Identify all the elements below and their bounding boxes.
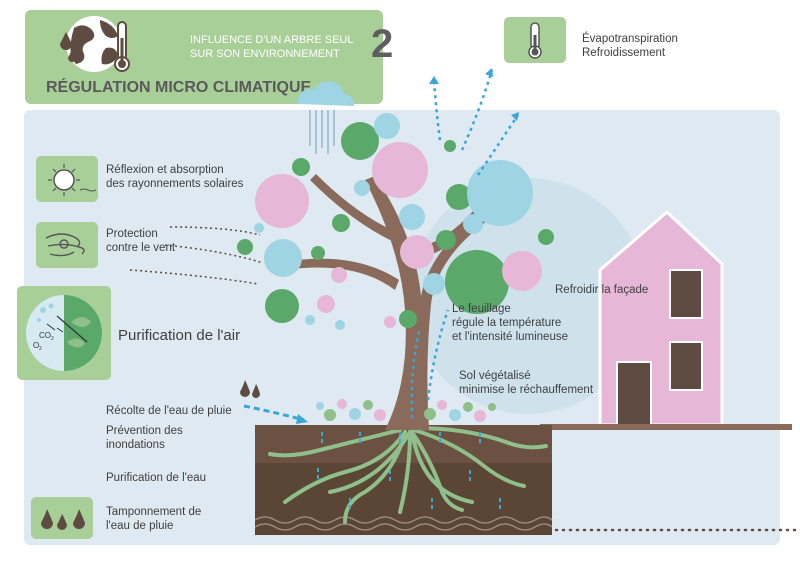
buffer-label-line1: Tamponnement de (106, 506, 202, 518)
wind-icon-box (36, 222, 98, 268)
cooling-halo (410, 178, 646, 414)
water-arrows-soil (317, 432, 501, 512)
legend-text: Évapotranspiration Refroidissement (582, 32, 678, 60)
o2-label: O (33, 341, 39, 350)
globe-thermometer-icon (52, 14, 138, 78)
air-label: Purification de l'air (118, 327, 241, 344)
roots (268, 426, 548, 524)
foliage-balls (237, 113, 554, 330)
solar-label-line1: Réflexion et absorption (106, 164, 224, 176)
svg-text:2: 2 (51, 336, 54, 342)
water-drops-icon (41, 509, 85, 530)
legend-line2: Refroidissement (582, 47, 666, 59)
air-purification-box: CO 2 O 2 (17, 286, 111, 380)
co2-label: CO (39, 331, 51, 340)
water-purification-label: Purification de l'eau (106, 472, 207, 484)
wind-label-line1: Protection (106, 228, 158, 240)
header-subtitle-line1: INFLUENCE D'UN ARBRE SEUL (190, 34, 354, 46)
soil-label-line1: Sol végétalisé (459, 370, 531, 382)
flood-label: Prévention des inondations (106, 424, 183, 452)
flood-label-line1: Prévention des (106, 425, 183, 437)
header-subtitle: INFLUENCE D'UN ARBRE SEUL SUR SON ENVIRO… (190, 33, 353, 61)
foliage-label: Le feuillage régule la température et l'… (452, 302, 568, 344)
evapotranspiration-arrows (410, 69, 520, 419)
flood-label-line2: inondations (106, 439, 165, 451)
wind-icon (45, 233, 85, 257)
solar-label: Réflexion et absorption des rayonnements… (106, 163, 243, 191)
air-purification-icon: CO 2 O 2 (26, 295, 102, 371)
foliage-label-line2: régule la température (452, 317, 562, 329)
page-title: RÉGULATION MICRO CLIMATIQUE (46, 79, 312, 96)
foliage-label-line3: et l'intensité lumineuse (452, 331, 568, 343)
thermometer-icon (528, 22, 542, 59)
soil-label-line2: minimise le réchauffement (459, 384, 594, 396)
foliage-label-line1: Le feuillage (452, 303, 511, 315)
soil-label: Sol végétalisé minimise le réchauffement (459, 369, 593, 397)
wind-arrows (129, 226, 264, 285)
rain-harvest-label: Récolte de l'eau de pluie (106, 405, 232, 417)
wind-label-line2: contre le vent (106, 242, 176, 254)
solar-label-line2: des rayonnements solaires (106, 178, 244, 190)
sun-icon (48, 164, 97, 196)
rain-cloud-icon (297, 81, 355, 154)
drops-icon-box (31, 497, 93, 539)
water-drops-icon (240, 380, 260, 398)
facade-label: Refroidir la façade (555, 284, 649, 296)
rain-harvest-arrow (243, 404, 305, 422)
header-number: 2 (371, 22, 394, 66)
thermometer-legend-box (504, 17, 566, 63)
header-subtitle-line2: SUR SON ENVIRONNEMENT (190, 48, 340, 60)
ground-vegetation (316, 399, 496, 422)
legend-line1: Évapotranspiration (582, 33, 678, 45)
svg-text:2: 2 (39, 346, 42, 352)
buffer-label-line2: l'eau de pluie (106, 520, 174, 532)
wind-label: Protection contre le vent (106, 227, 175, 255)
sun-icon-box (36, 156, 98, 202)
buffer-label: Tamponnement de l'eau de pluie (106, 505, 201, 533)
